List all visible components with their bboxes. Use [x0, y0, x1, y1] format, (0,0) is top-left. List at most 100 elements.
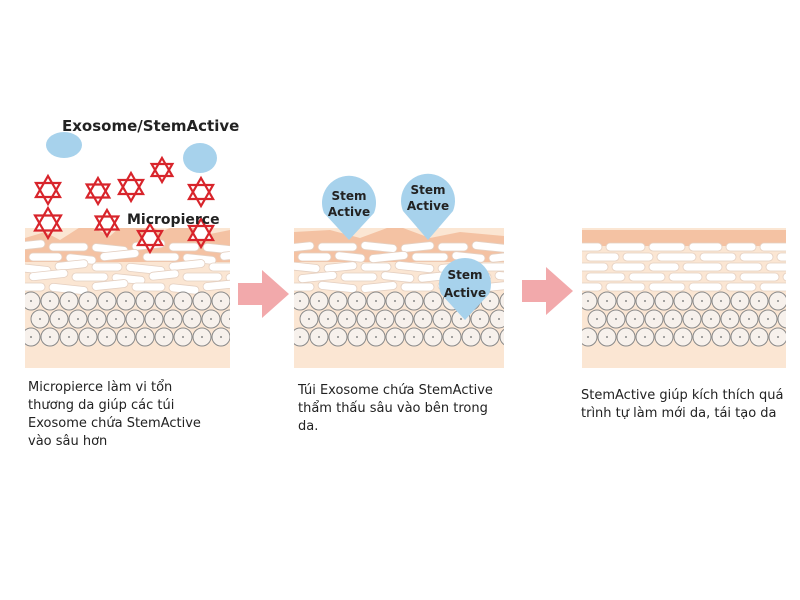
skin-cell: [360, 281, 398, 293]
cell-nucleus: [634, 318, 636, 320]
skin-cell: [585, 252, 620, 262]
skin-cell: [202, 278, 230, 292]
cell-nucleus: [701, 300, 703, 302]
skin-cell: [394, 260, 435, 274]
cell-nucleus: [403, 318, 405, 320]
skin-cell: [668, 272, 703, 282]
skin-cell: [323, 261, 358, 273]
round-cell: [25, 291, 41, 311]
cell-nucleus: [299, 336, 301, 338]
star-triangle: [84, 183, 112, 207]
cell-nucleus: [182, 336, 184, 338]
cell-nucleus: [308, 318, 310, 320]
round-cell: [294, 327, 310, 347]
skin-cell: [471, 240, 504, 254]
cell-nucleus: [375, 300, 377, 302]
cell-nucleus: [489, 300, 491, 302]
cell-nucleus: [172, 318, 174, 320]
skin-cell: [582, 262, 609, 272]
skin-cell: [656, 252, 697, 262]
star-triangle: [116, 178, 146, 204]
skin-cell: [782, 272, 786, 282]
skin-cell: [725, 262, 763, 272]
round-cell: [582, 291, 598, 311]
cell-nucleus: [125, 300, 127, 302]
skin-cell: [765, 262, 786, 272]
bubble-line1: Stem: [331, 189, 366, 203]
skin-cell: [294, 241, 315, 253]
cell-nucleus: [365, 318, 367, 320]
cell-nucleus: [767, 318, 769, 320]
skin-panel-3: [582, 228, 788, 368]
exosome-stemactive-label: Exosome/StemActive: [62, 117, 239, 135]
skin-cell: [25, 282, 46, 292]
cell-nucleus: [777, 300, 779, 302]
cell-nucleus: [498, 318, 500, 320]
cell-nucleus: [384, 318, 386, 320]
cell-nucleus: [394, 336, 396, 338]
cell-nucleus: [201, 336, 203, 338]
micropierce-star-icon: [84, 175, 112, 207]
cell-nucleus: [786, 318, 788, 320]
cell-nucleus: [710, 318, 712, 320]
cell-nucleus: [441, 318, 443, 320]
cell-nucleus: [58, 318, 60, 320]
cell-nucleus: [663, 300, 665, 302]
cell-nucleus: [682, 300, 684, 302]
skin-cell: [225, 273, 230, 285]
caption-step-1: Micropierce làm vi tổn thương da giúp cá…: [28, 380, 201, 449]
cell-nucleus: [318, 300, 320, 302]
round-cell: [25, 327, 41, 347]
skin-cell: [71, 272, 109, 282]
cell-nucleus: [758, 300, 760, 302]
cell-nucleus: [394, 300, 396, 302]
cell-nucleus: [163, 336, 165, 338]
cell-nucleus: [134, 318, 136, 320]
skin-cell: [582, 242, 603, 252]
cell-nucleus: [508, 336, 510, 338]
cell-nucleus: [701, 336, 703, 338]
skin-cell: [142, 252, 180, 262]
star-triangle: [33, 214, 63, 241]
micropierce-star-icon: [149, 155, 175, 185]
cell-nucleus: [356, 336, 358, 338]
cell-nucleus: [220, 336, 222, 338]
cell-nucleus: [201, 300, 203, 302]
cell-nucleus: [489, 336, 491, 338]
micropierce-star-icon: [186, 175, 216, 209]
skin-cell: [334, 251, 366, 263]
skin-cell: [25, 239, 46, 251]
skin-cell: [688, 242, 723, 252]
stem-active-bubble-icon: Stem Active: [401, 173, 455, 240]
cell-nucleus: [587, 300, 589, 302]
cell-nucleus: [606, 336, 608, 338]
skin-cell: [99, 248, 140, 262]
cell-nucleus: [49, 300, 51, 302]
cell-nucleus: [229, 318, 230, 320]
skin-cell: [739, 272, 780, 282]
skin-cell: [148, 269, 180, 281]
skin-cell: [725, 282, 757, 292]
skin-cell: [494, 271, 504, 283]
star-triangle: [186, 224, 216, 250]
skin-cell: [168, 242, 200, 252]
cell-nucleus: [587, 336, 589, 338]
cell-nucleus: [729, 318, 731, 320]
cell-nucleus: [470, 336, 472, 338]
micropierce-star-icon: [135, 221, 165, 255]
cell-nucleus: [327, 318, 329, 320]
skin-cell: [400, 282, 435, 292]
cell-nucleus: [606, 300, 608, 302]
cell-nucleus: [508, 300, 510, 302]
skin-cell: [54, 259, 89, 271]
cell-nucleus: [153, 318, 155, 320]
arrow-right-icon: [238, 270, 289, 318]
stem-active-bubble-icon: Stem Active: [322, 175, 376, 240]
cell-nucleus: [220, 300, 222, 302]
skin-cell: [611, 262, 646, 272]
skin-cell: [411, 252, 449, 262]
cell-nucleus: [68, 300, 70, 302]
micropierce-star-icon: [93, 207, 121, 239]
cell-nucleus: [691, 318, 693, 320]
star-triangle: [93, 207, 121, 231]
